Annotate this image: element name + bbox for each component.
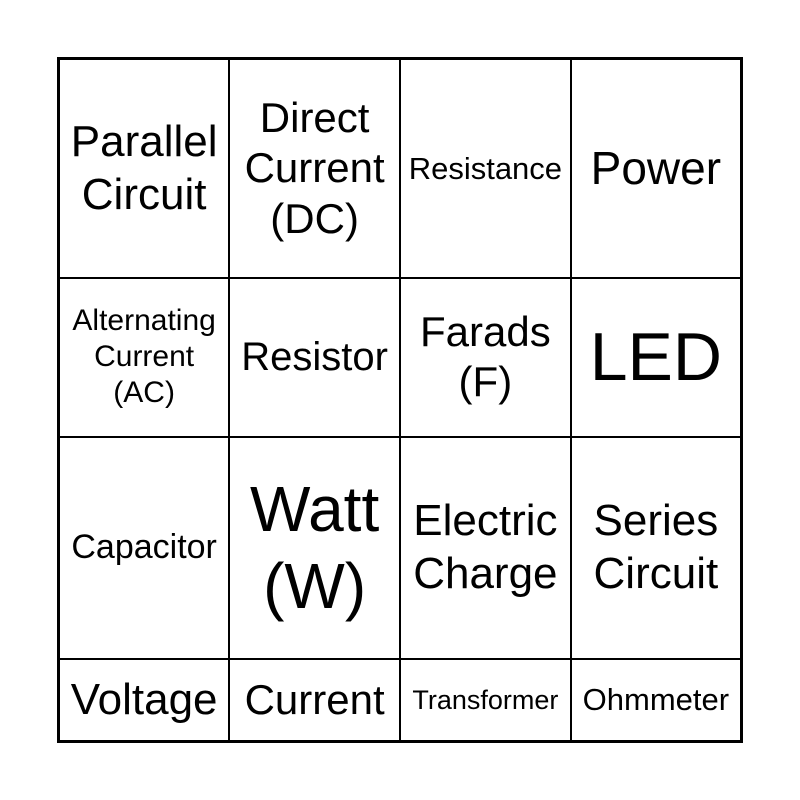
bingo-cell-power[interactable]: Power (569, 57, 743, 280)
bingo-row-3: Capacitor Watt (W) Electric Charge Serie… (57, 435, 743, 660)
bingo-cell-direct-current-dc[interactable]: Direct Current (DC) (228, 57, 401, 280)
bingo-grid: Parallel Circuit Direct Current (DC) Res… (57, 57, 743, 743)
bingo-cell-current[interactable]: Current (228, 657, 401, 743)
bingo-cell-series-circuit[interactable]: Series Circuit (569, 435, 743, 660)
bingo-cell-transformer[interactable]: Transformer (399, 657, 572, 743)
bingo-cell-electric-charge[interactable]: Electric Charge (399, 435, 572, 660)
bingo-card: Parallel Circuit Direct Current (DC) Res… (57, 57, 743, 743)
bingo-cell-alternating-current-ac[interactable]: Alternating Current (AC) (57, 277, 231, 438)
bingo-cell-resistor[interactable]: Resistor (228, 277, 401, 438)
bingo-cell-farads-f[interactable]: Farads (F) (399, 277, 572, 438)
bingo-row-4: Voltage Current Transformer Ohmmeter (57, 657, 743, 743)
bingo-cell-parallel-circuit[interactable]: Parallel Circuit (57, 57, 231, 280)
bingo-cell-resistance[interactable]: Resistance (399, 57, 572, 280)
bingo-row-1: Parallel Circuit Direct Current (DC) Res… (57, 57, 743, 280)
bingo-cell-watt-w[interactable]: Watt (W) (228, 435, 401, 660)
bingo-row-2: Alternating Current (AC) Resistor Farads… (57, 277, 743, 438)
bingo-cell-led[interactable]: LED (569, 277, 743, 438)
bingo-cell-ohmmeter[interactable]: Ohmmeter (569, 657, 743, 743)
bingo-cell-capacitor[interactable]: Capacitor (57, 435, 231, 660)
bingo-cell-voltage[interactable]: Voltage (57, 657, 231, 743)
